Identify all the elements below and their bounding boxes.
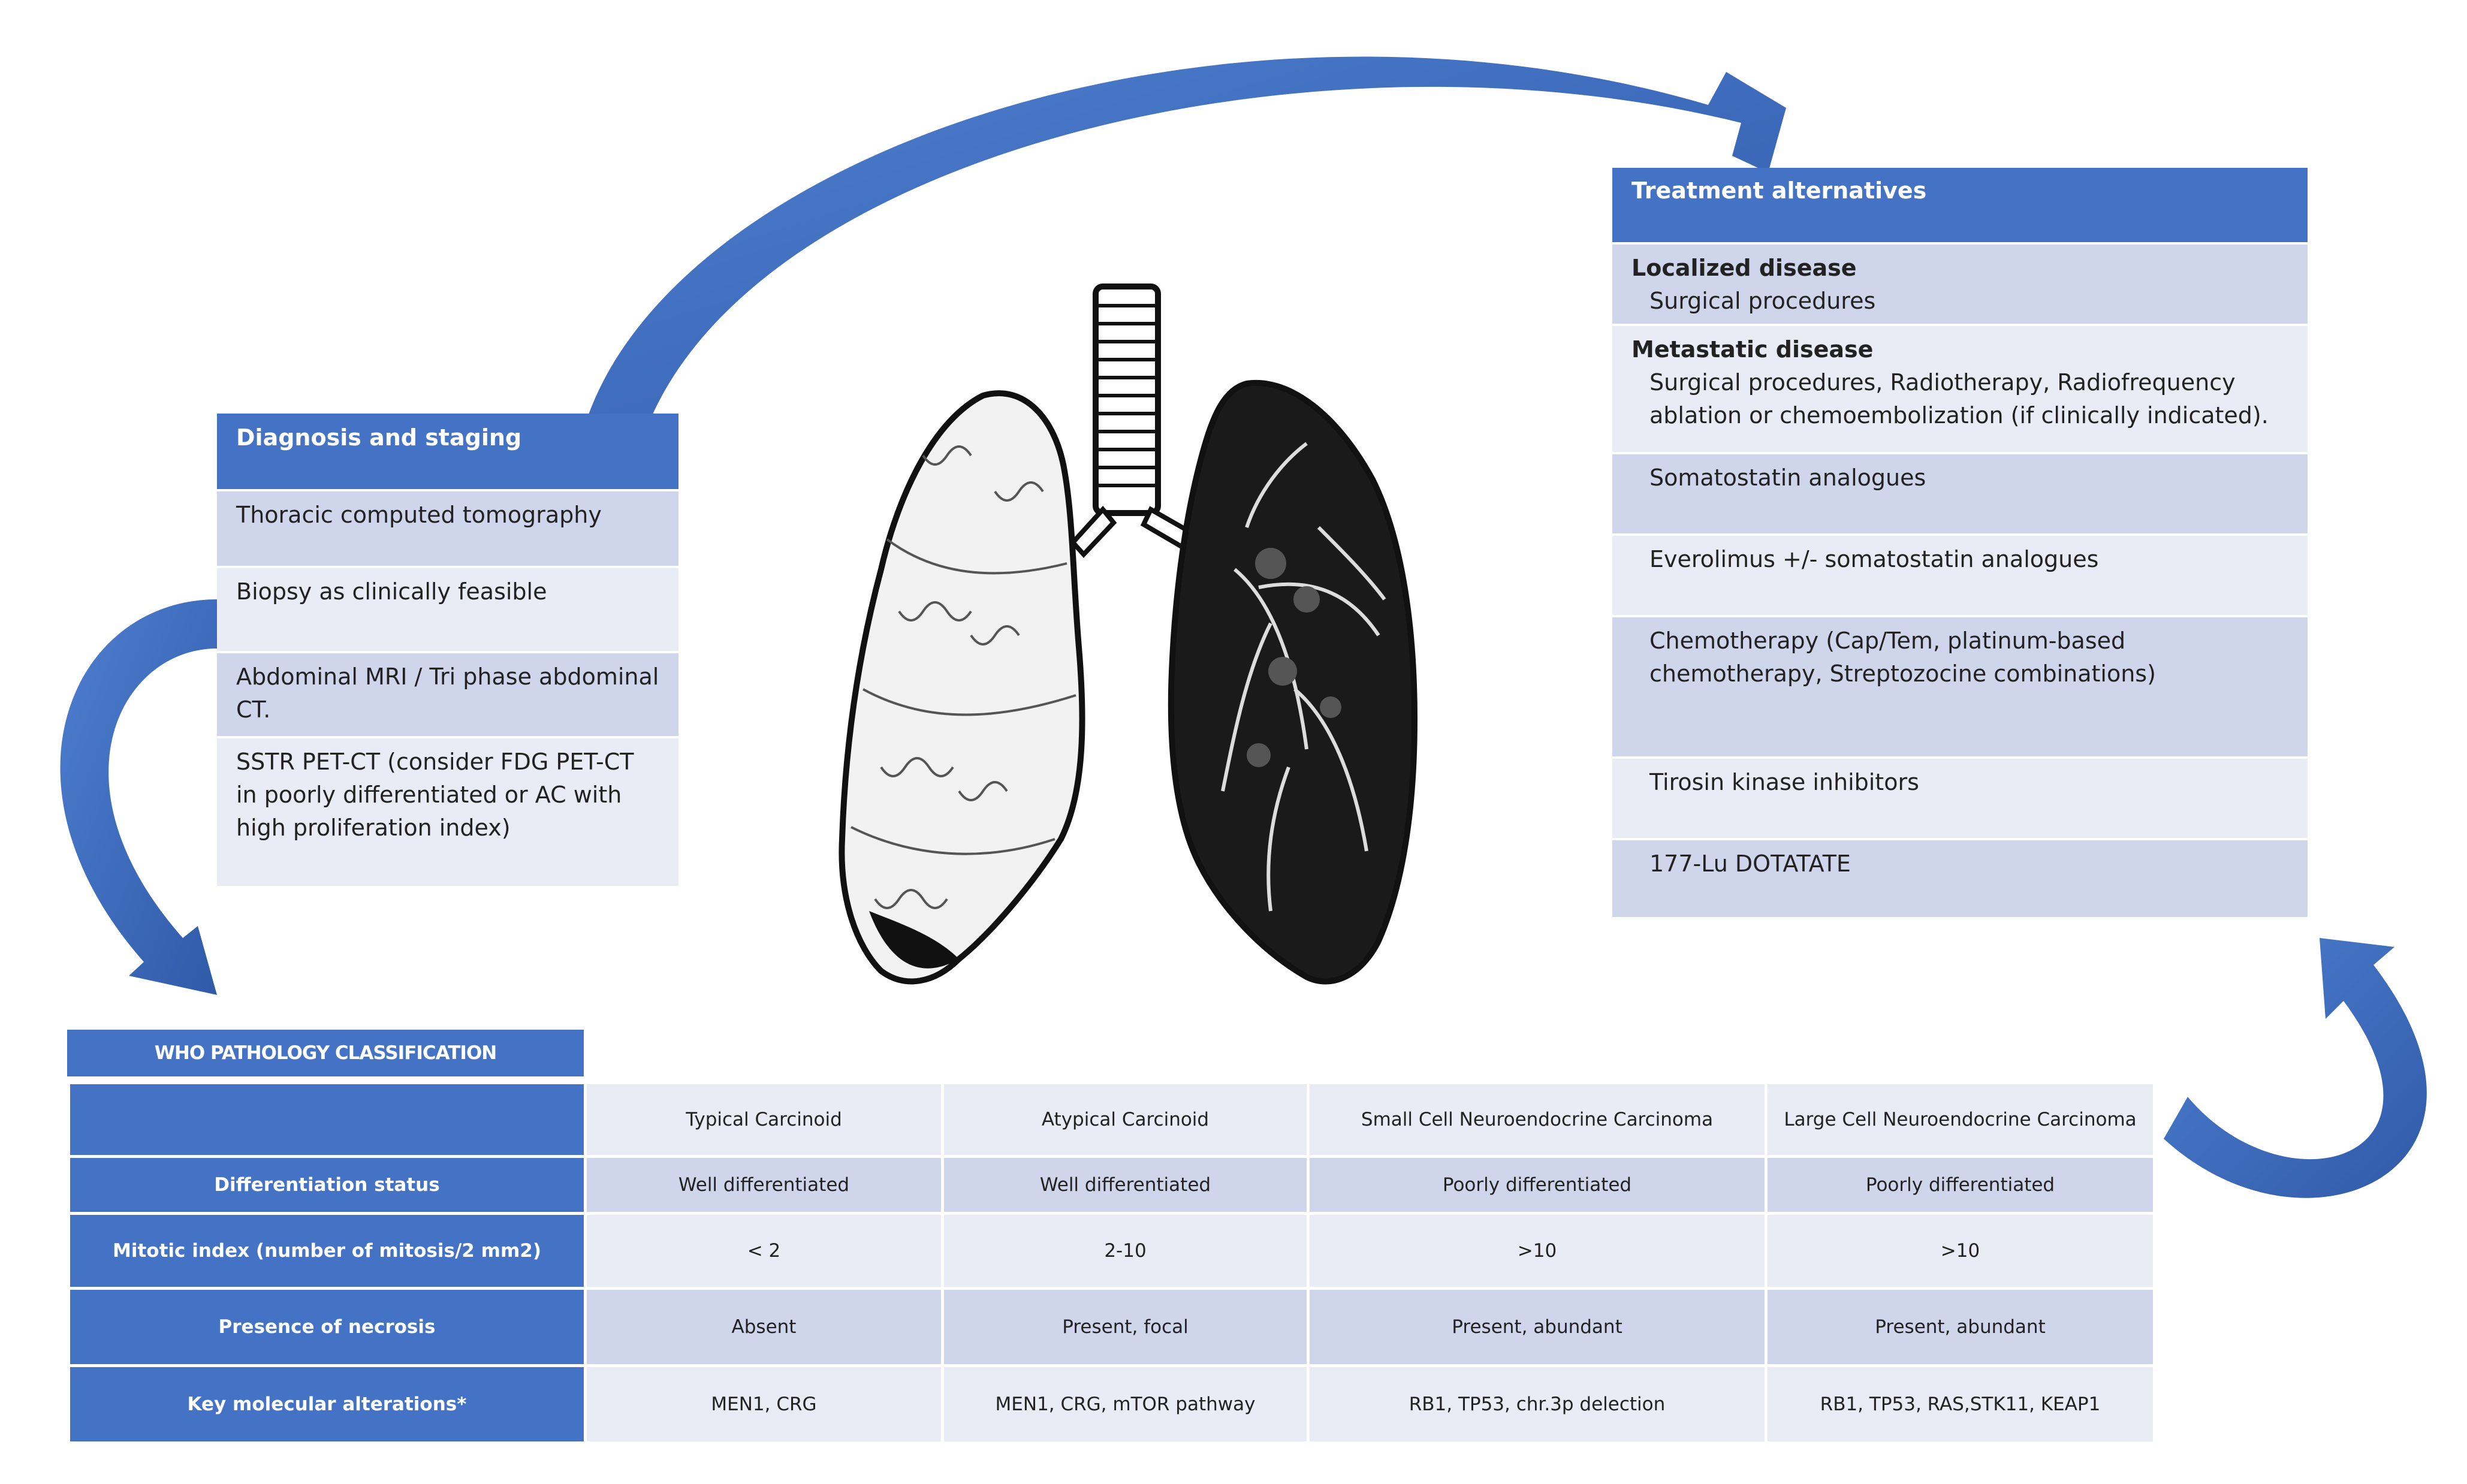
metastatic-heading: Metastatic disease	[1631, 336, 1874, 363]
treatment-localized: Localized disease Surgical procedures	[1612, 242, 2308, 324]
diagnosis-item: SSTR PET-CT (consider FDG PET-CT in poor…	[217, 736, 678, 886]
treatment-title: Treatment alternatives	[1612, 168, 2308, 242]
table-cell: >10	[1307, 1212, 1768, 1290]
table-cell: MEN1, CRG, mTOR pathway	[941, 1364, 1310, 1444]
row-label: Presence of necrosis	[67, 1287, 587, 1367]
diagnosis-item: Thoracic computed tomography	[217, 489, 678, 566]
diagnosis-item: Biopsy as clinically feasible	[217, 566, 678, 651]
corner-cell	[67, 1081, 587, 1158]
who-table: Typical Carcinoid Atypical Carcinoid Sma…	[67, 1081, 2156, 1444]
table-cell: 2-10	[941, 1212, 1310, 1290]
lungs-illustration	[839, 283, 1418, 985]
row-label: Differentiation status	[67, 1155, 587, 1215]
table-cell: MEN1, CRG	[584, 1364, 944, 1444]
who-title: WHO PATHOLOGY CLASSIFICATION	[67, 1030, 584, 1076]
table-row: Differentiation status Well differentiat…	[67, 1155, 2156, 1215]
table-cell: Well differentiated	[584, 1155, 944, 1215]
column-header: Atypical Carcinoid	[941, 1081, 1310, 1158]
column-header: Typical Carcinoid	[584, 1081, 944, 1158]
table-cell: Present, abundant	[1765, 1287, 2156, 1367]
column-header: Large Cell Neuroendocrine Carcinoma	[1765, 1081, 2156, 1158]
treatment-metastatic: Metastatic disease Surgical procedures, …	[1612, 324, 2308, 452]
treatment-item: Everolimus +/- somatostatin analogues	[1612, 533, 2308, 615]
row-label: Mitotic index (number of mitosis/2 mm2)	[67, 1212, 587, 1290]
treatment-item: Somatostatin analogues	[1612, 452, 2308, 533]
table-cell: Poorly differentiated	[1307, 1155, 1768, 1215]
diagnosis-panel: Diagnosis and staging Thoracic computed …	[217, 414, 678, 886]
table-cell: Well differentiated	[941, 1155, 1310, 1215]
table-cell: Poorly differentiated	[1765, 1155, 2156, 1215]
table-cell: RB1, TP53, RAS,STK11, KEAP1	[1765, 1364, 2156, 1444]
table-cell: Present, abundant	[1307, 1287, 1768, 1367]
diagnosis-item: Abdominal MRI / Tri phase abdominal CT.	[217, 651, 678, 736]
table-cell: Present, focal	[941, 1287, 1310, 1367]
treatment-item: Tirosin kinase inhibitors	[1612, 756, 2308, 838]
curved-arrow-left	[60, 599, 217, 995]
table-cell: < 2	[584, 1212, 944, 1290]
table-cell: RB1, TP53, chr.3p delection	[1307, 1364, 1768, 1444]
metastatic-detail: Surgical procedures, Radiotherapy, Radio…	[1649, 369, 2269, 429]
treatment-item: 177-Lu DOTATATE	[1612, 838, 2308, 917]
curved-arrow-right	[2164, 938, 2427, 1198]
column-header: Small Cell Neuroendocrine Carcinoma	[1307, 1081, 1768, 1158]
table-cell: Absent	[584, 1287, 944, 1367]
treatment-panel: Treatment alternatives Localized disease…	[1612, 168, 2308, 917]
localized-detail: Surgical procedures	[1649, 288, 1876, 314]
table-header-row: Typical Carcinoid Atypical Carcinoid Sma…	[67, 1081, 2156, 1158]
table-row: Presence of necrosis Absent Present, foc…	[67, 1287, 2156, 1367]
diagnosis-title: Diagnosis and staging	[217, 414, 678, 489]
curved-arrow-top	[584, 56, 1786, 427]
table-cell: >10	[1765, 1212, 2156, 1290]
row-label: Key molecular alterations*	[67, 1364, 587, 1444]
localized-heading: Localized disease	[1631, 255, 1857, 281]
table-row: Mitotic index (number of mitosis/2 mm2) …	[67, 1212, 2156, 1290]
table-row: Key molecular alterations* MEN1, CRG MEN…	[67, 1364, 2156, 1444]
treatment-item: Chemotherapy (Cap/Tem, platinum-based ch…	[1612, 615, 2308, 756]
